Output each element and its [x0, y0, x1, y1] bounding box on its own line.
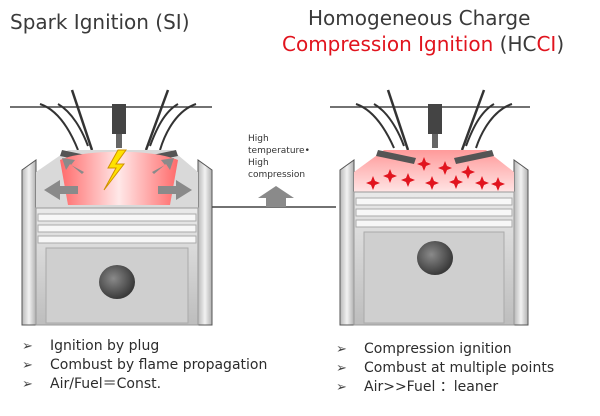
- list-item: ➢Ignition by plug: [22, 338, 160, 354]
- hcci-title-red: Compression Ignition: [282, 32, 500, 56]
- hcci-piston-ring-3: [355, 219, 513, 228]
- si-piston-ring-1: [37, 213, 197, 222]
- hcci-intake-valve-stem: [386, 89, 410, 151]
- list-item: ➢Compression ignition: [336, 341, 512, 357]
- list-item: ➢Combust at multiple points: [336, 360, 555, 376]
- list-item: ➢Air>>Fuel ：leaner: [336, 379, 499, 395]
- spark-plug-tip: [116, 134, 122, 148]
- bullet-arrow-icon: ➢: [336, 380, 347, 395]
- ignition-points: [366, 157, 505, 191]
- ignition-star: [438, 161, 452, 175]
- hcci-injector: [428, 104, 442, 134]
- ignition-star: [417, 157, 431, 171]
- bullet-arrow-icon: ➢: [22, 377, 33, 392]
- si-intake-port-inner: [57, 103, 89, 147]
- hcci-piston-ring-1: [355, 197, 513, 206]
- list-item: ➢Air/Fuel＝Const.: [22, 376, 162, 392]
- flame-front: [60, 151, 178, 205]
- ignition-star: [491, 177, 505, 191]
- si-cylinder-wall-left: [21, 159, 37, 326]
- ignition-star: [366, 176, 380, 190]
- si-characteristics: ➢Ignition by plug ➢Combust by flame prop…: [22, 337, 267, 394]
- si-cylinder-wall-right: [197, 159, 213, 326]
- hcci-intake-port-outer: [355, 103, 395, 149]
- hcci-exhaust-port-outer: [475, 103, 513, 149]
- list-item: ➢Combust by flame propagation: [22, 357, 268, 373]
- si-piston-pin: [99, 265, 135, 299]
- hcci-intake-valve-head: [376, 150, 416, 164]
- si-intake-valve-stem: [70, 89, 94, 151]
- si-piston-ring-2: [37, 224, 197, 233]
- si-engine: [10, 89, 213, 326]
- spark-bolt: [103, 149, 127, 191]
- hcci-characteristics: ➢Compression ignition ➢Combust at multip…: [336, 340, 554, 397]
- hcci-title-line2: Compression Ignition (HCCI): [282, 32, 564, 56]
- hcci-title-line1: Homogeneous Charge: [308, 6, 531, 30]
- ignition-star: [461, 165, 475, 179]
- bullet-arrow-icon: ➢: [336, 342, 347, 357]
- ignition-star: [401, 173, 415, 187]
- bullet-arrow-icon: ➢: [336, 361, 347, 376]
- hcci-piston-pin: [417, 241, 453, 275]
- ignition-star: [383, 169, 397, 183]
- hcci-abbr-hc: HC: [507, 32, 537, 56]
- ignition-star: [425, 176, 439, 190]
- hcci-exhaust-valve-stem: [460, 89, 486, 151]
- propagation-arrow-right: [158, 180, 192, 200]
- condition-line-3: High: [248, 158, 269, 168]
- hcci-engine: [330, 89, 530, 326]
- si-exhaust-port-outer: [159, 103, 197, 151]
- si-exhaust-valve-stem: [144, 89, 170, 151]
- hcci-paren-close: ): [556, 32, 565, 56]
- hcci-injector-tip: [432, 134, 438, 148]
- transition-indicator: [212, 186, 336, 208]
- hcci-combustion-chamber: [354, 150, 514, 192]
- si-piston-ring-3: [37, 235, 197, 244]
- si-title: Spark Ignition (SI): [10, 10, 190, 34]
- condition-line-1: High: [248, 134, 269, 144]
- propagation-arrow-left: [44, 180, 78, 200]
- bullet-arrow-icon: ➢: [22, 339, 33, 354]
- hcci-exhaust-valve-head: [454, 150, 494, 164]
- hcci-intake-port-inner: [373, 103, 405, 147]
- condition-label: High temperature• High compression: [248, 133, 328, 181]
- hcci-paren-open: (: [499, 32, 508, 56]
- condition-line-4: compression: [248, 170, 306, 180]
- hcci-exhaust-port-inner: [465, 103, 495, 147]
- ignition-star: [449, 175, 463, 189]
- si-intake-port-outer: [39, 103, 79, 151]
- hcci-abbr-ci: CI: [536, 32, 557, 56]
- propagation-arrow-upright: [152, 158, 174, 174]
- hcci-piston-ring-2: [355, 208, 513, 217]
- bullet-arrow-icon: ➢: [22, 358, 33, 373]
- spark-plug: [112, 104, 126, 134]
- si-exhaust-port-inner: [149, 103, 179, 147]
- hcci-cylinder-wall-left: [339, 159, 355, 326]
- hcci-cylinder-wall-right: [513, 159, 529, 326]
- transition-arrow: [258, 186, 294, 207]
- ignition-star: [475, 176, 489, 190]
- condition-line-2: temperature•: [248, 146, 310, 156]
- propagation-arrow-upleft: [62, 158, 84, 174]
